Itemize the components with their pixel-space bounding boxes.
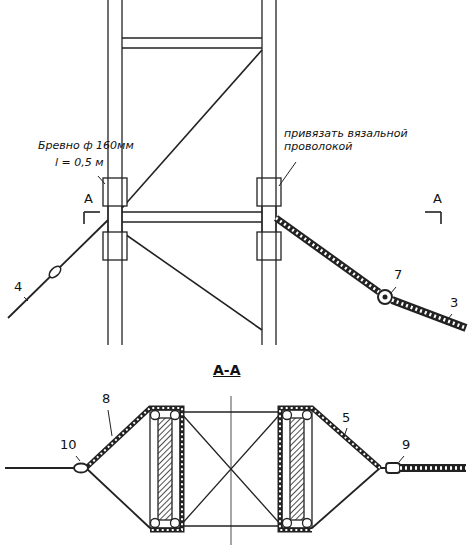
tower-section	[150, 396, 312, 545]
callout-number: 8	[102, 392, 110, 407]
callout-number: 10	[60, 438, 77, 453]
section-title: А-А	[213, 362, 240, 378]
section-marks	[84, 212, 441, 224]
section-letter: А	[84, 192, 93, 207]
note-text: привязать вязальной проволокой	[284, 128, 409, 153]
guy-rope-left	[8, 220, 108, 318]
note-text: l = 0,5 м	[55, 157, 104, 170]
callout-number: 5	[342, 411, 350, 426]
callout-number: 3	[450, 296, 458, 311]
guy-rope-right	[276, 218, 466, 328]
section-ropes	[5, 408, 466, 530]
callout-number: 4	[14, 280, 22, 295]
note-text: Бревно ф 160мм	[38, 140, 134, 153]
tower-elevation	[103, 0, 281, 345]
section-letter: А	[433, 192, 442, 207]
callout-number: 7	[394, 268, 402, 283]
leader-lines	[24, 162, 452, 462]
callout-number: 9	[402, 438, 410, 453]
